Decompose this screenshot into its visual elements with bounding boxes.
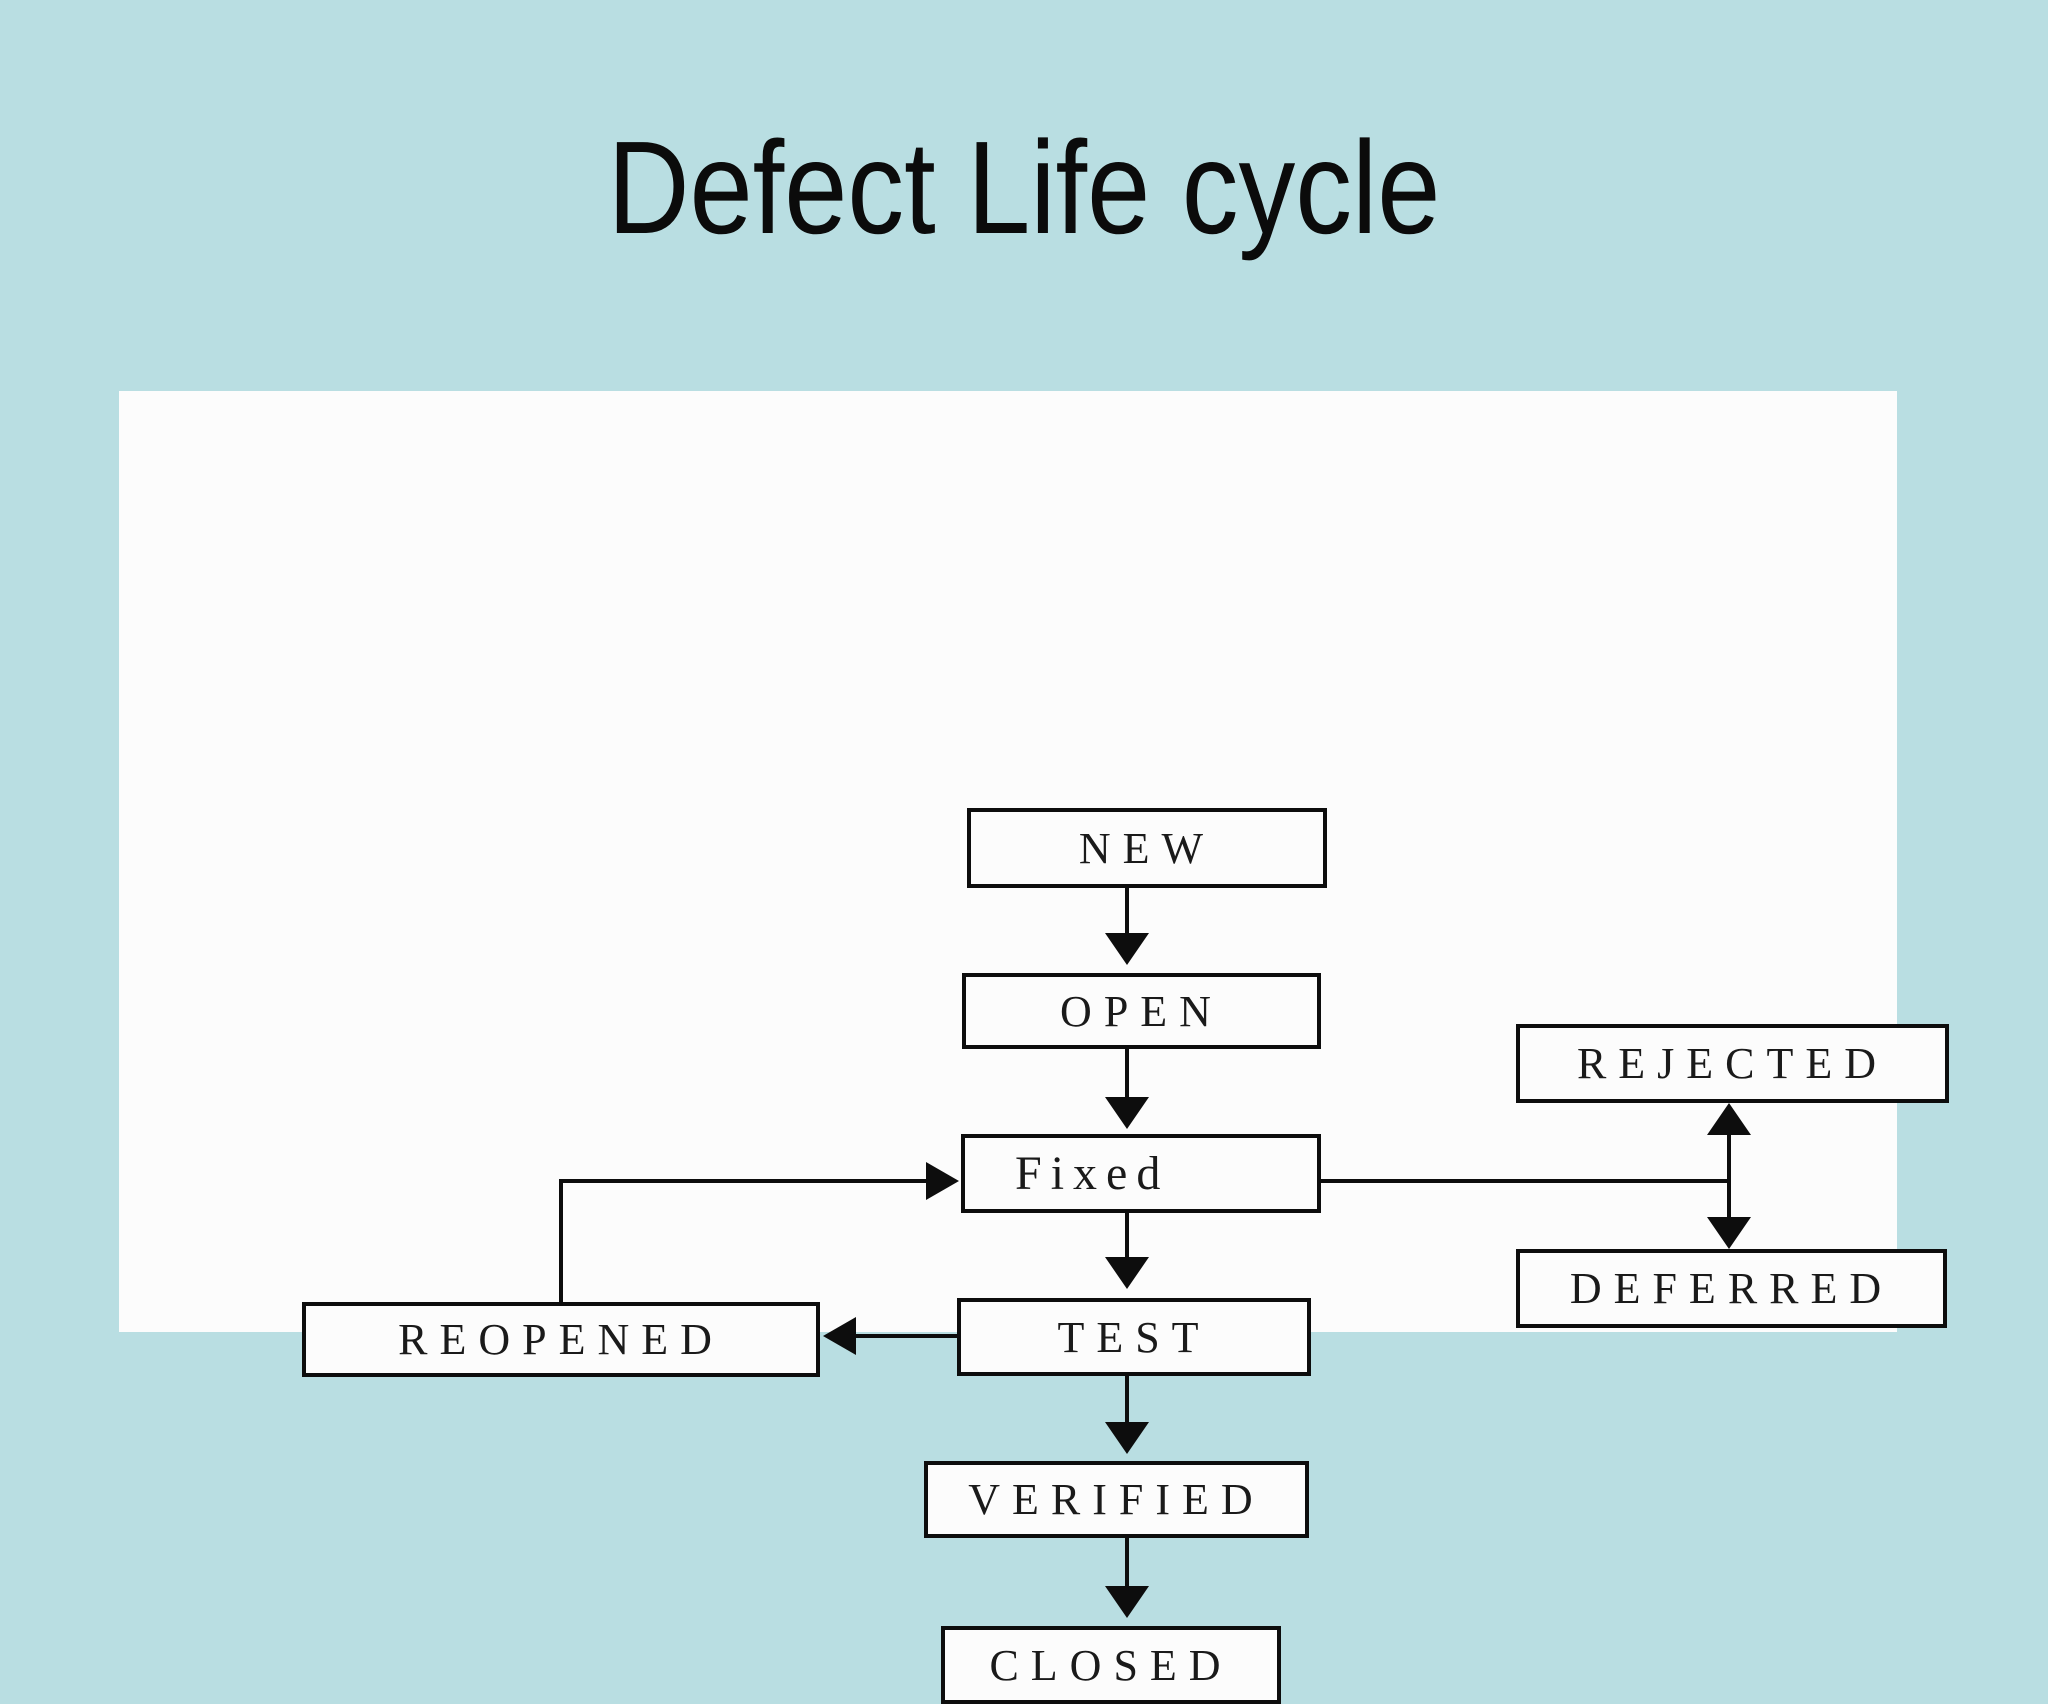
arrowhead-right-into-fixed [926,1162,959,1200]
edge-test-to-reopened-line [856,1334,957,1338]
edge-fixed-to-test-line [1125,1213,1129,1261]
node-verified: VERIFIED [924,1461,1309,1538]
arrowhead-up-into-rejected [1707,1103,1751,1135]
node-closed: CLOSED [941,1626,1281,1704]
arrowhead-left-into-reopened [823,1317,856,1355]
node-open: OPEN [962,973,1321,1049]
diagram-panel: NEW OPEN Fixed TEST VERIFIED CLOSED REOP… [119,391,1949,1704]
arrowhead-down-into-verified [1105,1422,1149,1454]
arrowhead-down-into-fixed [1105,1097,1149,1129]
edge-reopened-to-fixed-horizontal-line [559,1179,926,1183]
edge-new-to-open-line [1125,888,1129,936]
edge-verified-to-closed-line [1125,1538,1129,1590]
slide-title: Defect Life cycle [607,114,1441,261]
node-test: TEST [957,1298,1311,1376]
node-fixed: Fixed [961,1134,1321,1213]
arrowhead-down-into-closed [1105,1586,1149,1618]
edge-open-to-fixed-line [1125,1049,1129,1101]
arrowhead-down-into-test [1105,1257,1149,1289]
edge-test-to-verified-line [1125,1376,1129,1426]
edge-rejected-deferred-line [1727,1133,1731,1237]
arrowhead-down-into-deferred [1707,1217,1751,1249]
slide: Defect Life cycle NEW OPEN Fixed TEST VE… [119,114,1949,1704]
edge-fixed-to-junction-line [1321,1179,1731,1183]
arrowhead-down-into-open [1105,933,1149,965]
node-deferred: DEFERRED [1516,1249,1947,1328]
node-reopened: REOPENED [302,1302,820,1377]
node-new: NEW [967,808,1327,888]
node-rejected: REJECTED [1516,1024,1949,1103]
edge-reopened-to-fixed-vertical-line [559,1181,563,1302]
